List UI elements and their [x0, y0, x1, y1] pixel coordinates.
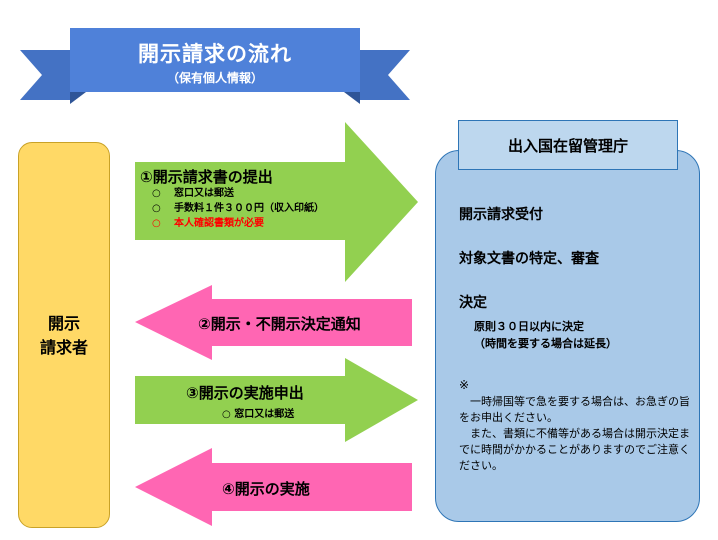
- note-text: 一時帰国等で急を要する場合は、お急ぎの旨をお申出ください。 また、書類に不備等が…: [459, 394, 691, 474]
- arrow-1-shape: [135, 122, 418, 282]
- bullet-row: ○ 手数料１件３００円（収入印紙）: [152, 201, 324, 216]
- arrow-3-shape: [135, 358, 418, 442]
- agency-header: 出入国在留管理庁: [458, 120, 678, 170]
- requester-label: 開示 請求者: [39, 314, 88, 357]
- page-title: 開示請求の流れ: [138, 42, 292, 66]
- bullet-mark: ○: [152, 188, 161, 199]
- arrow-3-title: ③開示の実施申出: [186, 384, 304, 402]
- bullet-text: 本人確認書類が必要: [174, 218, 264, 229]
- step-receive: 開示請求受付: [459, 207, 543, 223]
- bullet-row-warning: ○ 本人確認書類が必要: [152, 216, 324, 231]
- note-line-2: また、書類に不備等がある場合は開示決定までに時間がかかることがありますのでご注意…: [459, 427, 690, 472]
- note-mark: ※: [459, 378, 470, 392]
- bullet-text: 手数料１件３００円（収入印紙）: [174, 203, 324, 214]
- banner-main: [70, 28, 360, 92]
- banner-right-wing: [360, 50, 410, 100]
- arrow-1-bullets: ○ 窓口又は郵送 ○ 手数料１件３００円（収入印紙） ○ 本人確認書類が必要: [152, 186, 324, 231]
- banner-left-wing: [20, 50, 70, 100]
- banner-left-fold: [70, 92, 86, 104]
- bullet-mark: ○: [152, 218, 161, 229]
- page-subtitle: （保有個人情報）: [166, 71, 263, 85]
- arrow-3-sub: ○ 窓口又は郵送: [222, 409, 295, 420]
- banner-right-fold: [344, 92, 360, 104]
- arrow-2-title: ②開示・不開示決定通知: [198, 315, 361, 333]
- step-decision: 決定: [459, 295, 487, 311]
- arrow-4-title: ④開示の実施: [222, 480, 310, 498]
- decision-detail: 原則３０日以内に決定 （時間を要する場合は延長）: [474, 320, 617, 350]
- step-review: 対象文書の特定、審査: [459, 251, 599, 267]
- bullet-row: ○ 窓口又は郵送: [152, 186, 324, 201]
- arrow-1-title: ①開示請求書の提出: [140, 168, 273, 186]
- note-line-1: 一時帰国等で急を要する場合は、お急ぎの旨をお申出ください。: [459, 395, 690, 424]
- requester-box: [18, 142, 110, 528]
- bullet-mark: ○: [152, 203, 161, 214]
- arrow-2-shape: [135, 285, 412, 360]
- bullet-text: 窓口又は郵送: [174, 188, 234, 199]
- arrow-4-shape: [135, 448, 412, 526]
